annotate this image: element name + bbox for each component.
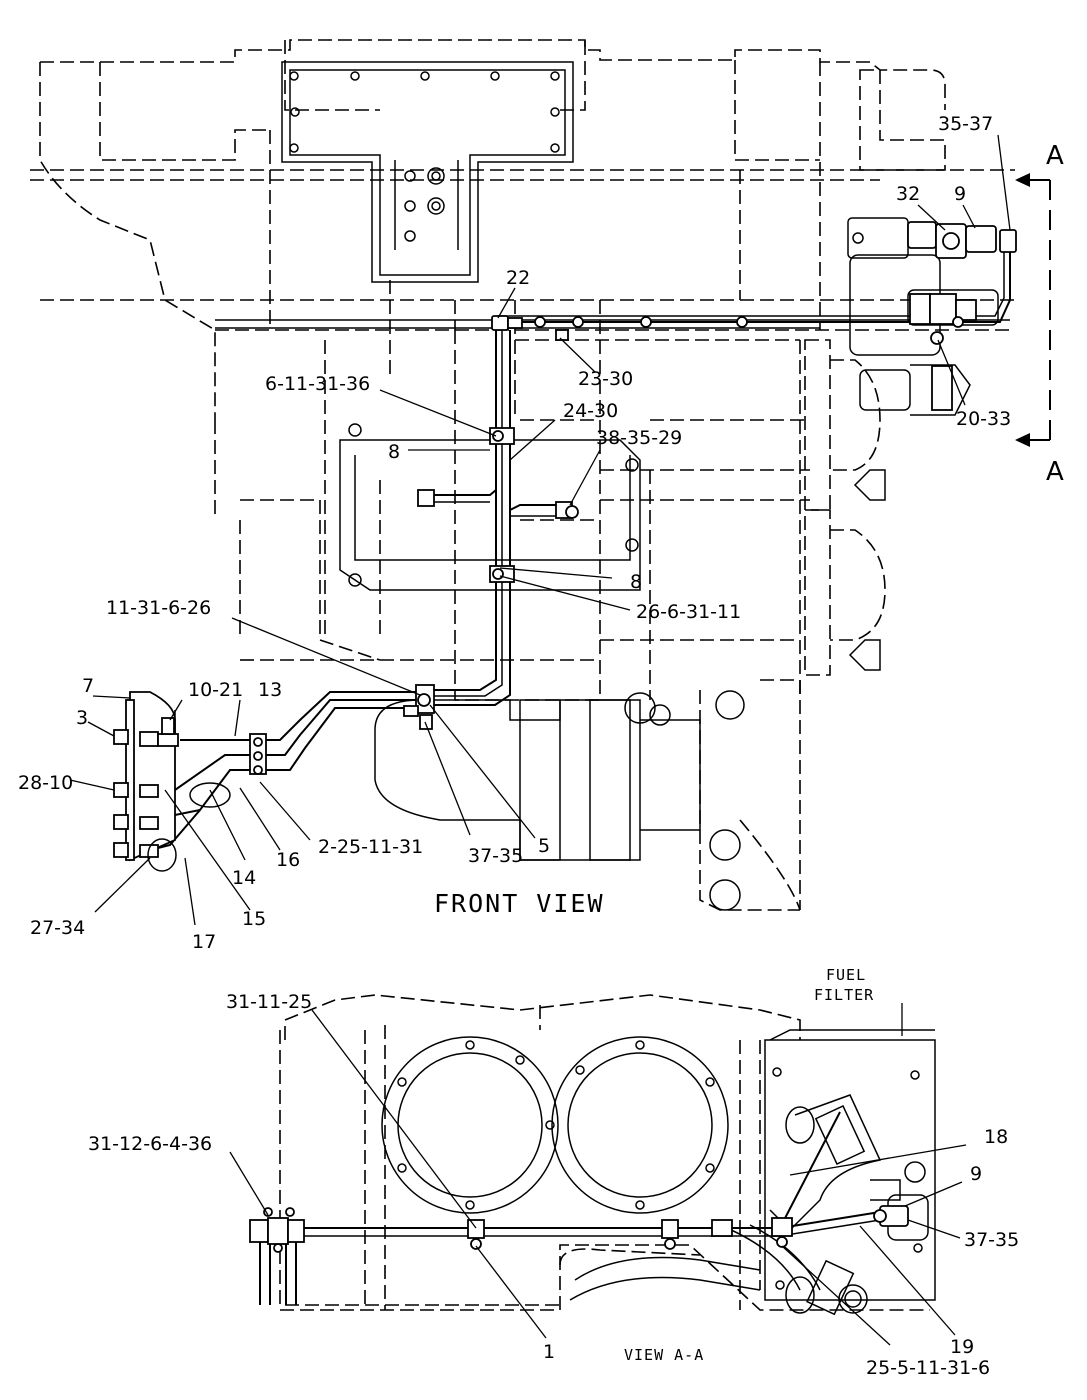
fuel-filter-label-line1: FUEL <box>826 966 866 984</box>
view-aa-leader-lines <box>229 1003 967 1346</box>
callout-17: 17 <box>192 931 216 953</box>
callout-5: 5 <box>538 835 550 857</box>
callout-14: 14 <box>232 867 256 889</box>
callout-3: 3 <box>76 707 88 729</box>
callout-24-30: 24-30 <box>563 400 618 422</box>
front-view-fuel-lines <box>140 240 1011 851</box>
view-aa-title: VIEW A-A <box>624 1346 704 1364</box>
callout-8-upper: 8 <box>388 441 400 463</box>
callout-31-11-25: 31-11-25 <box>226 991 312 1013</box>
section-marker-top: A <box>1046 141 1064 171</box>
callout-31-12-6-4-36: 31-12-6-4-36 <box>88 1133 212 1155</box>
callout-7: 7 <box>82 675 94 697</box>
fuel-filter-label-line2: FILTER <box>814 986 874 1004</box>
callout-9: 9 <box>970 1163 982 1185</box>
front-view-labels: 35-37 32 9 22 23-30 6-11-31-36 24-30 8 3… <box>18 113 1011 953</box>
callout-25-5-11-31-6: 25-5-11-31-6 <box>866 1357 990 1379</box>
callout-38-35-29: 38-35-29 <box>596 427 682 449</box>
callout-2-25-11-31: 2-25-11-31 <box>318 836 423 858</box>
callout-27-34: 27-34 <box>30 917 85 939</box>
front-view-engine-outline <box>30 39 1015 911</box>
callout-19: 19 <box>950 1336 974 1358</box>
section-a-a-marker <box>1015 173 1051 447</box>
callout-8-lower: 8 <box>630 571 642 593</box>
callout-22: 22 <box>506 267 530 289</box>
callout-37-35-front: 37-35 <box>468 845 523 867</box>
callout-9-top: 9 <box>954 183 966 205</box>
callout-26-6-31-11: 26-6-31-11 <box>636 601 741 623</box>
callout-10-21: 10-21 <box>188 679 243 701</box>
callout-37-35: 37-35 <box>964 1229 1019 1251</box>
callout-13: 13 <box>258 679 282 701</box>
view-aa-fuel-line <box>249 1111 909 1305</box>
callout-16: 16 <box>276 849 300 871</box>
callout-15: 15 <box>242 908 266 930</box>
front-view-leader-lines <box>69 134 1011 926</box>
view-aa-outline <box>279 994 936 1316</box>
front-view-fittings <box>113 221 1017 872</box>
callout-18: 18 <box>984 1126 1008 1148</box>
section-labels: A A <box>1046 141 1064 487</box>
callout-1: 1 <box>543 1341 555 1363</box>
callout-28-10: 28-10 <box>18 772 73 794</box>
callout-6-11-31-36: 6-11-31-36 <box>265 373 370 395</box>
callout-20-33: 20-33 <box>956 408 1011 430</box>
callout-23-30: 23-30 <box>578 368 633 390</box>
section-marker-bottom: A <box>1046 457 1064 487</box>
front-view-title: FRONT VIEW <box>434 889 605 918</box>
callout-32: 32 <box>896 183 920 205</box>
view-aa-labels: FUEL FILTER 31-11-25 31-12-6-4-36 18 9 3… <box>88 966 1019 1379</box>
callout-35-37: 35-37 <box>938 113 993 135</box>
callout-11-31-6-26: 11-31-6-26 <box>106 597 211 619</box>
